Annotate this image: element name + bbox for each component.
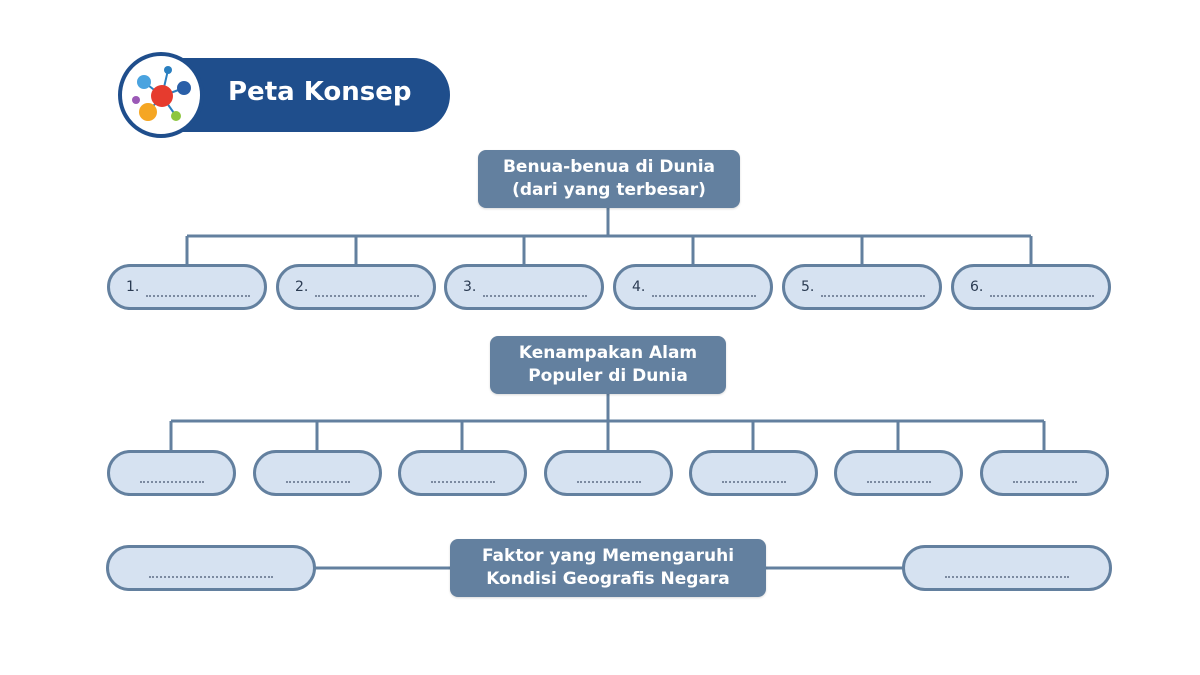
geography-factor-answer-right[interactable] — [902, 545, 1112, 591]
geography-factors-header-line2: Kondisi Geografis Negara — [486, 569, 730, 589]
natural-feature-answer-5[interactable] — [689, 450, 818, 496]
continents-header-line1: Benua-benua di Dunia — [502, 157, 716, 177]
banner-badge — [118, 52, 204, 138]
continent-number: 2. — [295, 279, 309, 295]
natural-feature-answer-6[interactable] — [834, 450, 963, 496]
continent-answer-5[interactable]: 5. — [782, 264, 942, 310]
continent-number: 4. — [632, 279, 646, 295]
continents-header: Benua-benua di Dunia (dari yang terbesar… — [478, 150, 740, 208]
continent-answer-6[interactable]: 6. — [951, 264, 1111, 310]
continent-number: 1. — [126, 279, 140, 295]
page-title: Peta Konsep — [228, 77, 412, 107]
natural-feature-answer-3[interactable] — [398, 450, 527, 496]
continent-number: 3. — [463, 279, 477, 295]
natural-feature-answer-7[interactable] — [980, 450, 1109, 496]
continent-answer-2[interactable]: 2. — [276, 264, 436, 310]
continent-answer-1[interactable]: 1. — [107, 264, 267, 310]
geography-factors-header: Faktor yang Memengaruhi Kondisi Geografi… — [450, 539, 766, 597]
natural-features-header-line1: Kenampakan Alam — [518, 343, 698, 363]
molecule-network-icon — [132, 66, 191, 121]
continent-number: 6. — [970, 279, 984, 295]
geography-factor-answer-left[interactable] — [106, 545, 316, 591]
natural-features-header-line2: Populer di Dunia — [528, 366, 688, 386]
continent-answer-4[interactable]: 4. — [613, 264, 773, 310]
natural-feature-answer-1[interactable] — [107, 450, 236, 496]
natural-feature-answer-4[interactable] — [544, 450, 673, 496]
natural-features-header: Kenampakan Alam Populer di Dunia — [490, 336, 726, 394]
continent-number: 5. — [801, 279, 815, 295]
continents-header-line2: (dari yang terbesar) — [512, 180, 706, 200]
continent-answer-3[interactable]: 3. — [444, 264, 604, 310]
natural-feature-answer-2[interactable] — [253, 450, 382, 496]
geography-factors-header-line1: Faktor yang Memengaruhi — [481, 546, 735, 566]
